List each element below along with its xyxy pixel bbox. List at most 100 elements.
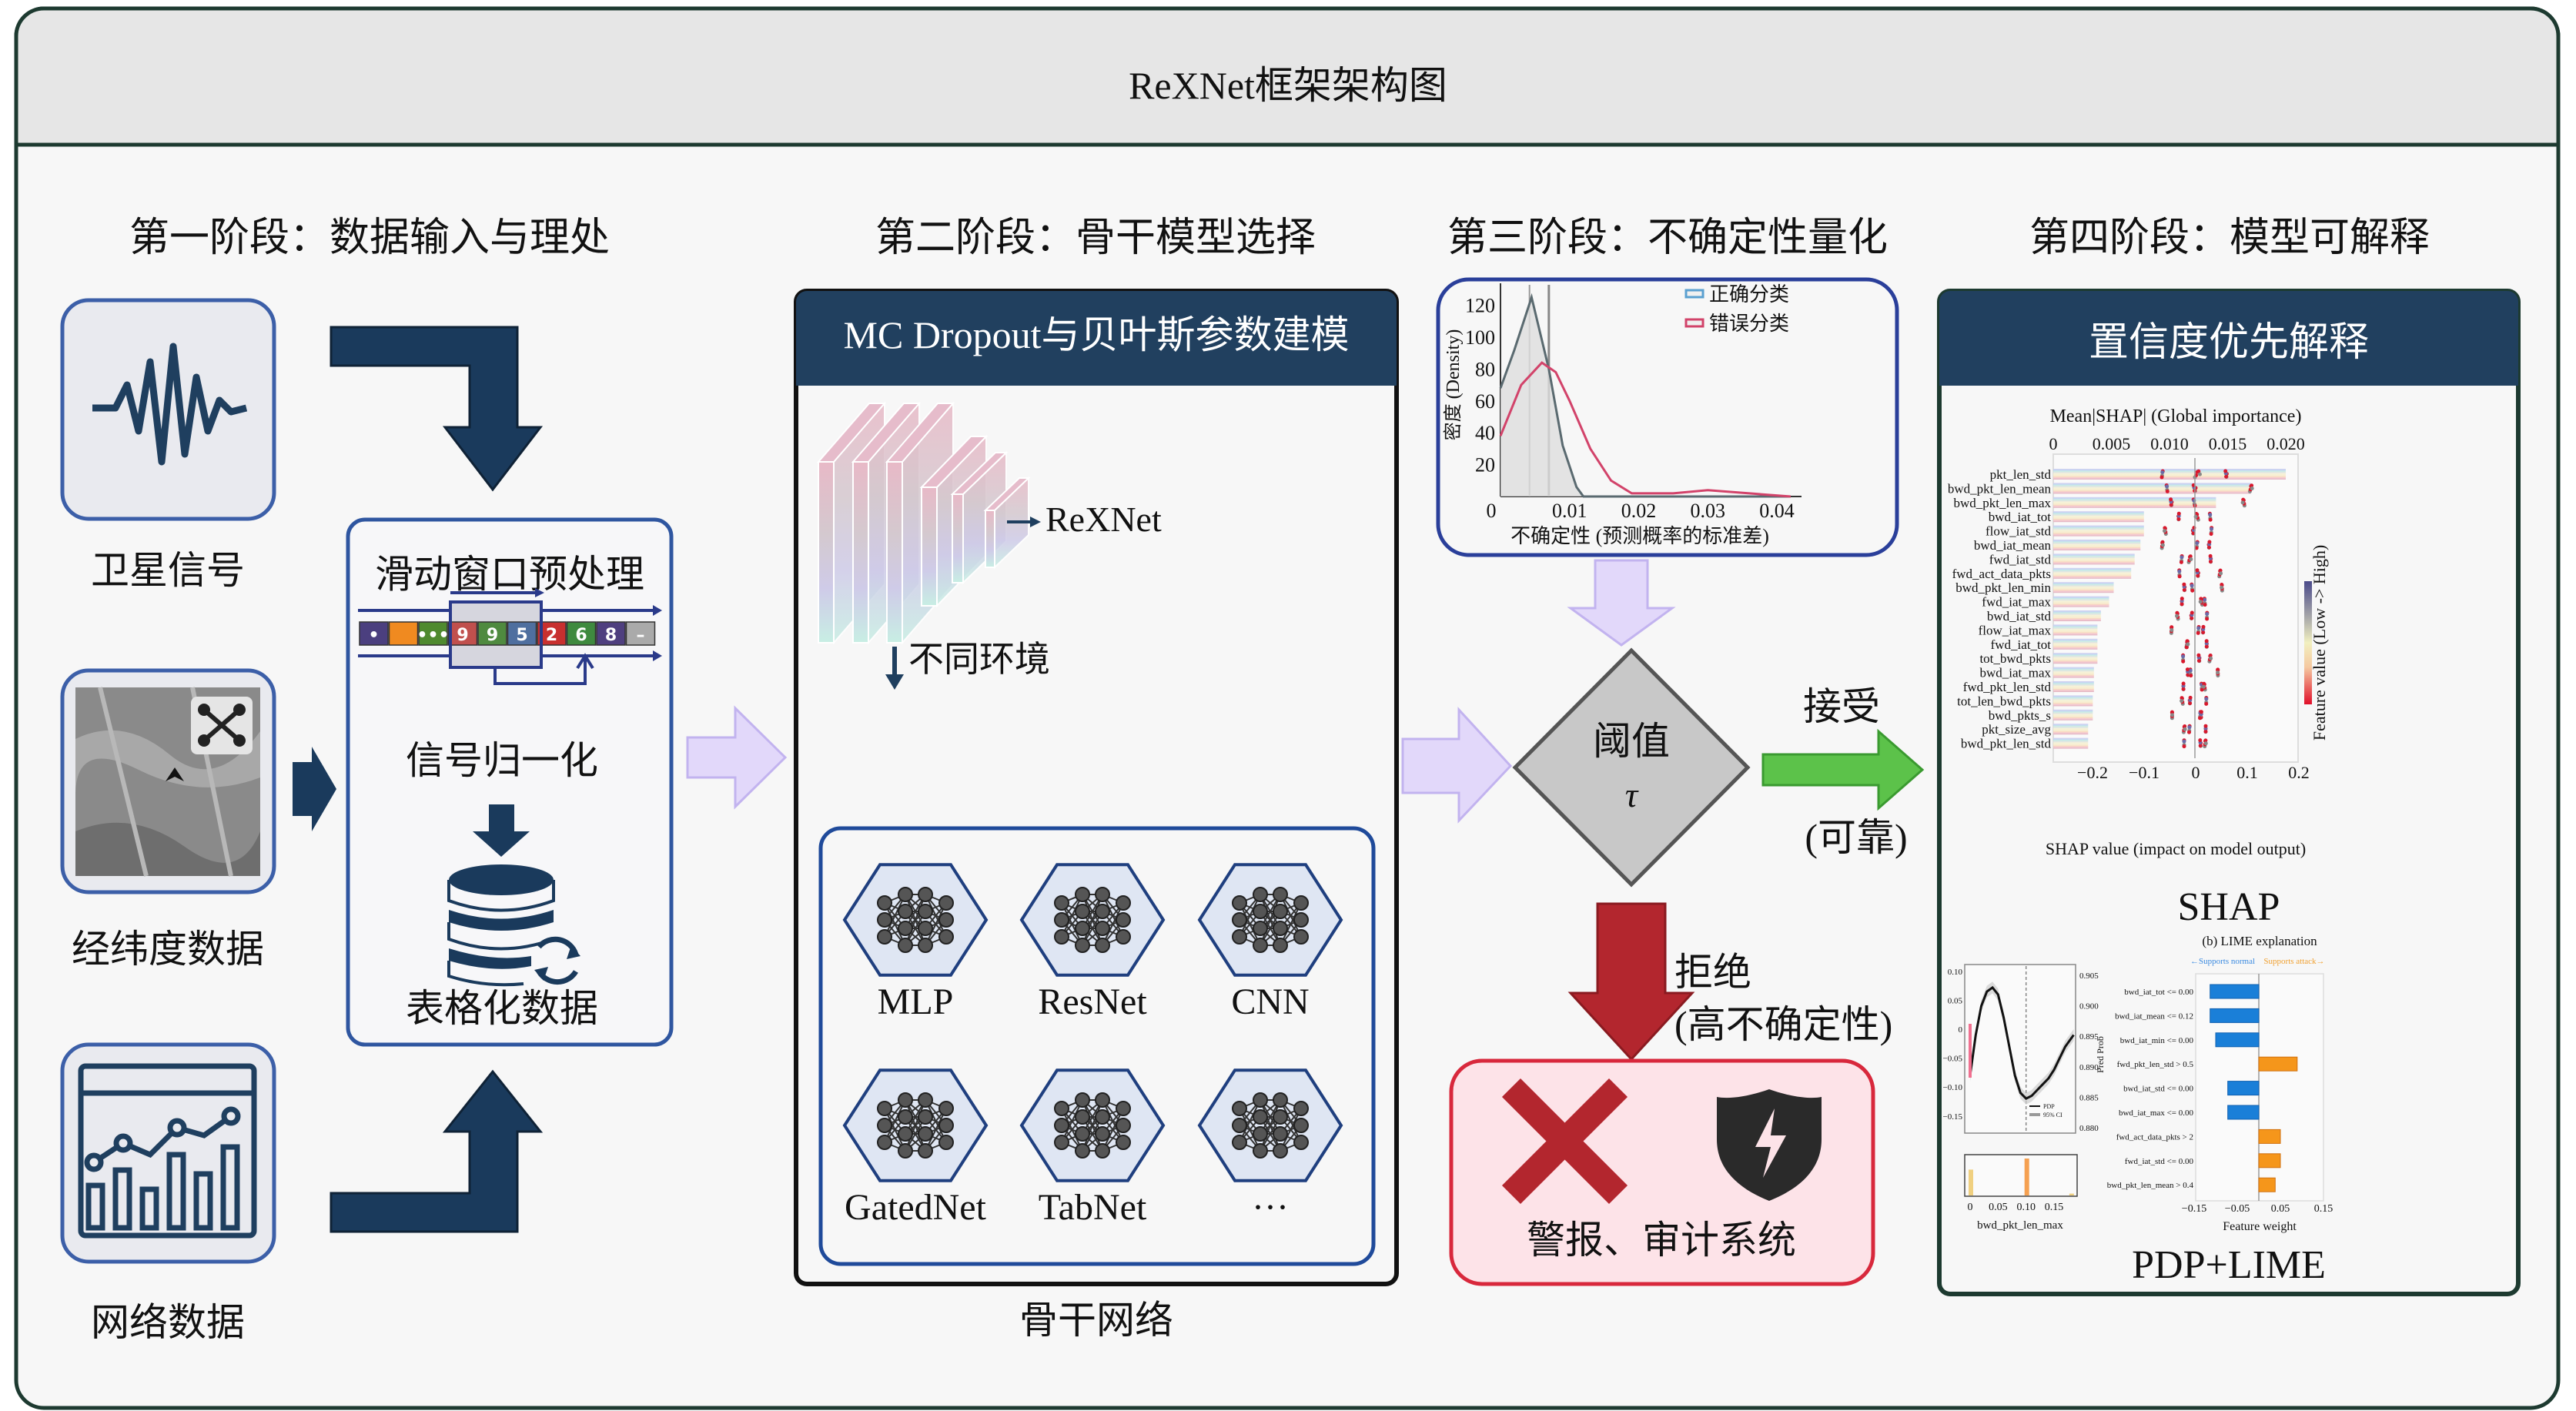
nn-node xyxy=(1075,1126,1090,1142)
shap-point xyxy=(2160,540,2165,544)
shap-bar xyxy=(2053,567,2132,579)
shap-point xyxy=(2169,497,2173,502)
model-card-more: ··· xyxy=(1197,1068,1343,1228)
nn-node xyxy=(1095,1126,1110,1142)
x-axis-label: Feature weight xyxy=(2223,1220,2297,1233)
right-y-tick-label: 0.890 xyxy=(2079,1063,2099,1072)
shap-point xyxy=(2196,658,2201,663)
shap-point xyxy=(2163,529,2166,533)
layer-front xyxy=(852,461,869,644)
nn-edge xyxy=(1260,894,1281,946)
nn-node xyxy=(1095,904,1110,919)
shap-point xyxy=(2181,654,2186,659)
shap-point xyxy=(2241,497,2246,502)
x-tick-label: −0.05 xyxy=(2225,1203,2250,1215)
nn-node xyxy=(1273,921,1288,936)
arrow-from-coordinates-icon xyxy=(293,747,336,831)
sequence-value: – xyxy=(637,626,645,645)
nn-node xyxy=(1054,895,1069,911)
nn-node xyxy=(938,895,954,911)
nn-edge xyxy=(925,1108,947,1152)
colorbar-label: Feature value (Low -> High) xyxy=(2310,545,2329,741)
shap-point xyxy=(2186,642,2190,647)
nn-node xyxy=(938,1135,954,1150)
sequence-cell xyxy=(566,621,597,646)
nn-node xyxy=(898,1143,913,1159)
shap-point xyxy=(2170,713,2174,717)
lime-feature-label: bwd_iat_mean <= 0.12 xyxy=(2115,1011,2193,1021)
phase1-heading: 第一阶段：数据输入与理处 xyxy=(129,216,610,260)
shap-bar xyxy=(2053,681,2094,692)
accept-label: 接受 xyxy=(1803,685,1880,728)
x-axis-label: bwd_pkt_len_max xyxy=(1977,1219,2063,1232)
shap-point xyxy=(2180,597,2184,601)
nn-node xyxy=(1075,921,1090,936)
shap-bar xyxy=(2053,483,2251,494)
lime-title: (b) LIME explanation xyxy=(2202,934,2317,948)
feature-label: tot_len_bwd_pkts xyxy=(1957,694,2051,708)
feature-label: fwd_act_data_pkts xyxy=(1952,567,2051,581)
shap-point xyxy=(2208,654,2213,657)
down-arrow-icon xyxy=(885,674,904,690)
nn-edge xyxy=(905,1099,926,1152)
shap-bar xyxy=(2053,709,2093,721)
feature-label: fwd_iat_tot xyxy=(1991,637,2052,652)
shap-point xyxy=(2203,724,2208,728)
shap-point xyxy=(2165,489,2170,493)
y-tick-label: 60 xyxy=(1475,390,1495,413)
nn-node xyxy=(1253,1109,1268,1125)
shap-point xyxy=(2184,645,2189,650)
histogram-bar xyxy=(2069,1193,2074,1195)
model-label: GatedNet xyxy=(845,1187,987,1228)
shap-label: SHAP xyxy=(2178,885,2280,929)
nn-edge xyxy=(1102,902,1124,946)
reject-arrow-icon xyxy=(1567,902,1695,1062)
shap-point xyxy=(2201,624,2206,629)
normalize-connector xyxy=(493,658,587,685)
feature-label: bwd_iat_max xyxy=(1979,666,2051,680)
feature-label: pkt_size_avg xyxy=(1982,722,2051,737)
feature-label: fwd_iat_max xyxy=(1982,595,2051,610)
layer-front xyxy=(921,486,938,607)
feature-label: tot_bwd_pkts xyxy=(1979,651,2051,666)
shap-point xyxy=(2180,699,2184,703)
nn-node xyxy=(1075,887,1090,902)
feature-label: bwd_pkts_s xyxy=(1989,708,2051,723)
shap-point xyxy=(2198,738,2203,743)
shap-point xyxy=(2250,483,2254,488)
top-x-tick-label: 0.020 xyxy=(2267,434,2305,453)
x-tick-label: −0.15 xyxy=(2182,1203,2206,1215)
top-x-tick-label: 0.015 xyxy=(2209,434,2247,453)
shap-point xyxy=(2183,724,2187,728)
shap-point xyxy=(2196,630,2200,635)
nn-edge xyxy=(1061,894,1083,938)
rexnet-layer-stack-icon xyxy=(816,401,1031,645)
model-card-tabnet: TabNet xyxy=(1019,1068,1166,1228)
shap-point xyxy=(2190,583,2194,588)
arrow-icon xyxy=(576,653,594,670)
nn-edge xyxy=(884,894,906,938)
shap-point xyxy=(2220,585,2224,590)
nn-node xyxy=(1293,895,1309,911)
nn-edge xyxy=(925,902,947,946)
arrow-icon xyxy=(535,588,544,597)
nn-node xyxy=(1273,1126,1288,1142)
reject-label: 拒绝 xyxy=(1674,951,1751,994)
shap-point xyxy=(2194,546,2199,550)
lime-feature-label: bwd_iat_min <= 0.00 xyxy=(2120,1036,2194,1045)
nn-node xyxy=(1095,1092,1110,1108)
nn-node xyxy=(1116,912,1131,928)
lime-bar xyxy=(2258,1177,2276,1192)
shap-point xyxy=(2183,727,2187,731)
shap-point xyxy=(2204,644,2209,649)
nn-node xyxy=(918,887,933,902)
environments-label: 不同环境 xyxy=(908,640,1050,679)
legend-label: 错误分类 xyxy=(1709,313,1789,335)
feature-label: fwd_iat_std xyxy=(1989,552,2052,567)
shap-point xyxy=(2200,687,2204,692)
nn-node xyxy=(1054,1118,1069,1133)
shap-point xyxy=(2188,554,2193,559)
y-tick-label: 80 xyxy=(1475,358,1495,380)
shap-point xyxy=(2199,597,2203,601)
